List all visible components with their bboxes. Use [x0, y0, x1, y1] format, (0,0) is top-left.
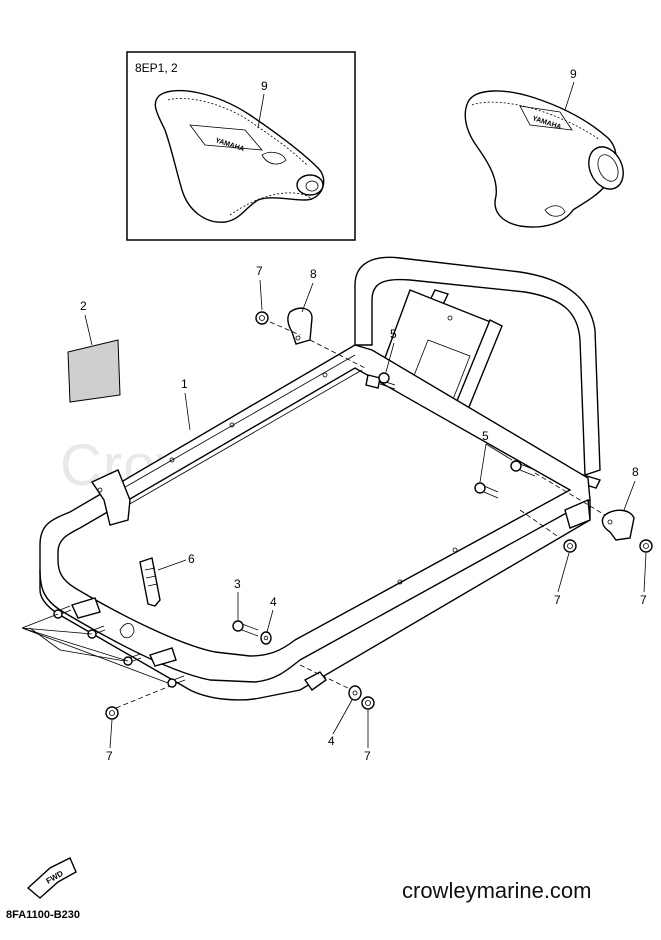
nut-7-right-b [639, 539, 653, 553]
tie-down-part-6 [139, 557, 161, 607]
callout-8-right: 8 [632, 465, 639, 479]
handlebar-cover-right: YAMAHA [464, 90, 624, 228]
nut-7-bottom [361, 696, 375, 710]
bracket-8-top [287, 307, 313, 345]
washer-4-center [260, 631, 272, 645]
washer-4-bottom [348, 685, 362, 701]
callout-5-right: 5 [482, 429, 489, 443]
bolt-5-top [365, 372, 396, 390]
callout-4-center: 4 [270, 595, 277, 609]
nut-7-top [255, 311, 269, 325]
callout-7-right-b: 7 [640, 593, 647, 607]
callout-7-right-a: 7 [554, 593, 561, 607]
nut-7-right-a [563, 539, 577, 553]
callout-8-top: 8 [310, 267, 317, 281]
bolt-3 [232, 620, 259, 637]
inset-box: 8EP1, 2 YAMAHA 9 [126, 51, 356, 241]
nut-7-left [105, 706, 119, 720]
bolt-5-right-upper [510, 460, 536, 477]
callout-7-bottom: 7 [364, 749, 371, 763]
handlebar-cover-inset: YAMAHA [154, 89, 325, 223]
callout-3: 3 [234, 577, 241, 591]
callout-9-inset: 9 [261, 79, 268, 93]
carrier-frame [39, 256, 601, 701]
callout-6: 6 [188, 552, 195, 566]
callout-9-right: 9 [570, 67, 577, 81]
bracket-8-right [601, 509, 635, 541]
callout-2: 2 [80, 299, 87, 313]
callout-7-top: 7 [256, 264, 263, 278]
diagram-code: 8FA1100-B230 [6, 909, 80, 921]
website-text: crowleymarine.com [402, 878, 592, 903]
callout-7-left: 7 [106, 749, 113, 763]
inset-model-label: 8EP1, 2 [135, 61, 178, 75]
callout-1: 1 [181, 377, 188, 391]
bolt-5-right-lower [474, 482, 499, 499]
callout-4-bottom: 4 [328, 734, 335, 748]
fwd-arrow: FWD [26, 857, 77, 899]
decal-part-2 [67, 339, 121, 403]
callout-5-top: 5 [390, 327, 397, 341]
